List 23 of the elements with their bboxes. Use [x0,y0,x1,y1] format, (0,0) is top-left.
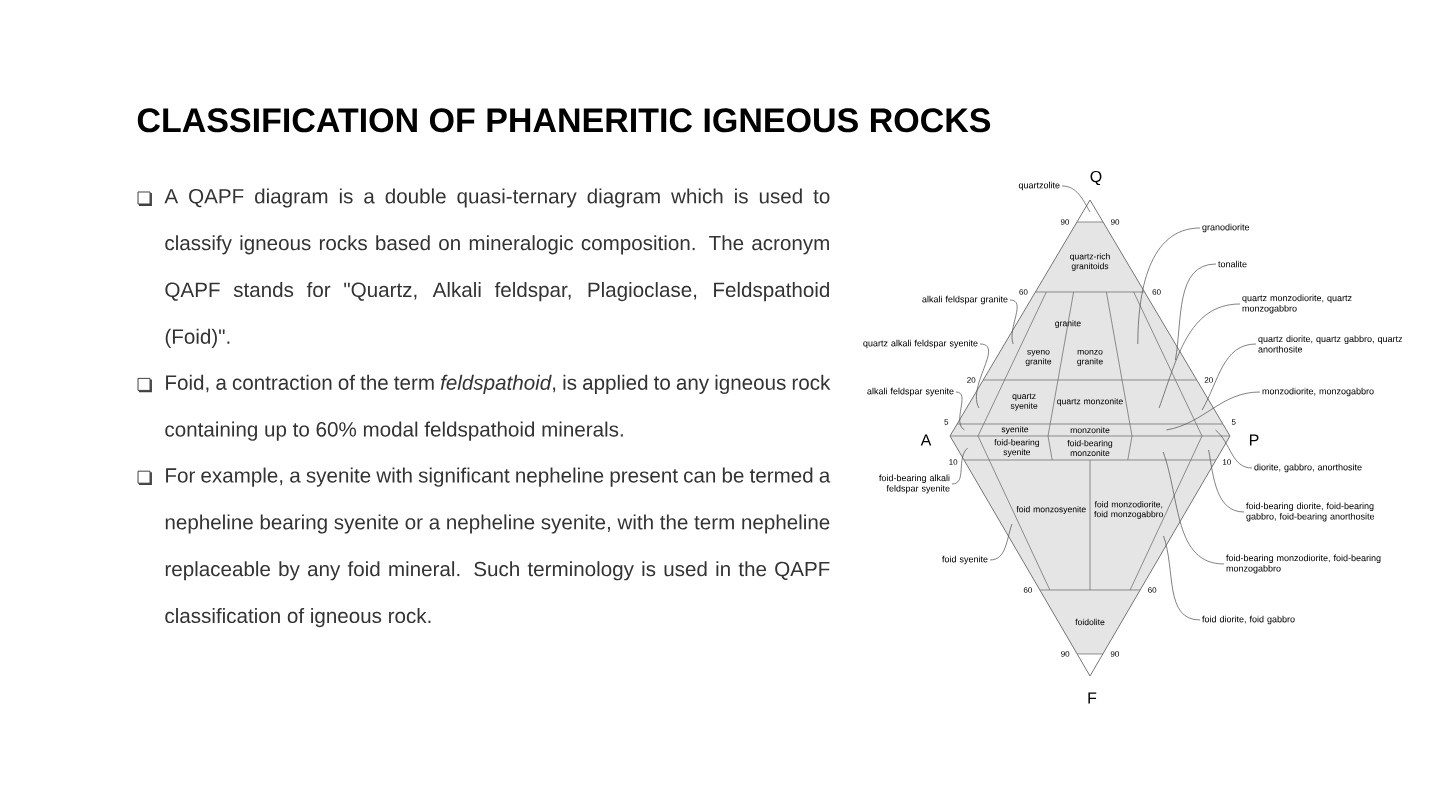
leader-line [955,391,965,431]
leader-line [1166,391,1261,431]
leader-line [1163,535,1201,621]
leader-line [1208,449,1245,513]
corner-letter: F [1088,692,1097,704]
leader-line [1061,185,1091,213]
paragraph: For example, a syenite with significant nepheline present can be termed a nepheline bearing syenite or a nepheline syenite, with the term nepheline replaceable by any foid mineral. Such terminology is used in the QAPF classification of igneous rock. [165,467,831,628]
leader-line [1158,303,1241,409]
leader-line [976,343,989,409]
leader-line [1215,429,1253,469]
leader-line [1162,451,1225,565]
leader-line [1137,227,1201,345]
corner-letter: A [920,434,932,446]
paragraph: A QAPF diagram is a double quasi-ternary diagram which is used to classify igneous rocks based on mineralogic composition. The acronym QAPF stands for "Quartz, Alkali feldspar, Plagioclase, Feldspathoid (Foid)". [164,188,830,348]
leader-line [1175,263,1217,361]
corner-letter: P [1250,434,1259,446]
paragraph: Foid, a contraction of the term feldspathoid, is applied to any igneous rock containing up to 60% modal feldspathoid minerals. [165,374,831,441]
slide-title: CLASSIFICATION OF PHANERITIC IGNEOUS ROCKS [137,108,991,133]
leader-line [1009,299,1018,345]
leader-line [951,447,968,485]
leader-line [1201,343,1257,411]
corner-letter: Q [1090,170,1102,186]
leader-line [989,523,1013,561]
